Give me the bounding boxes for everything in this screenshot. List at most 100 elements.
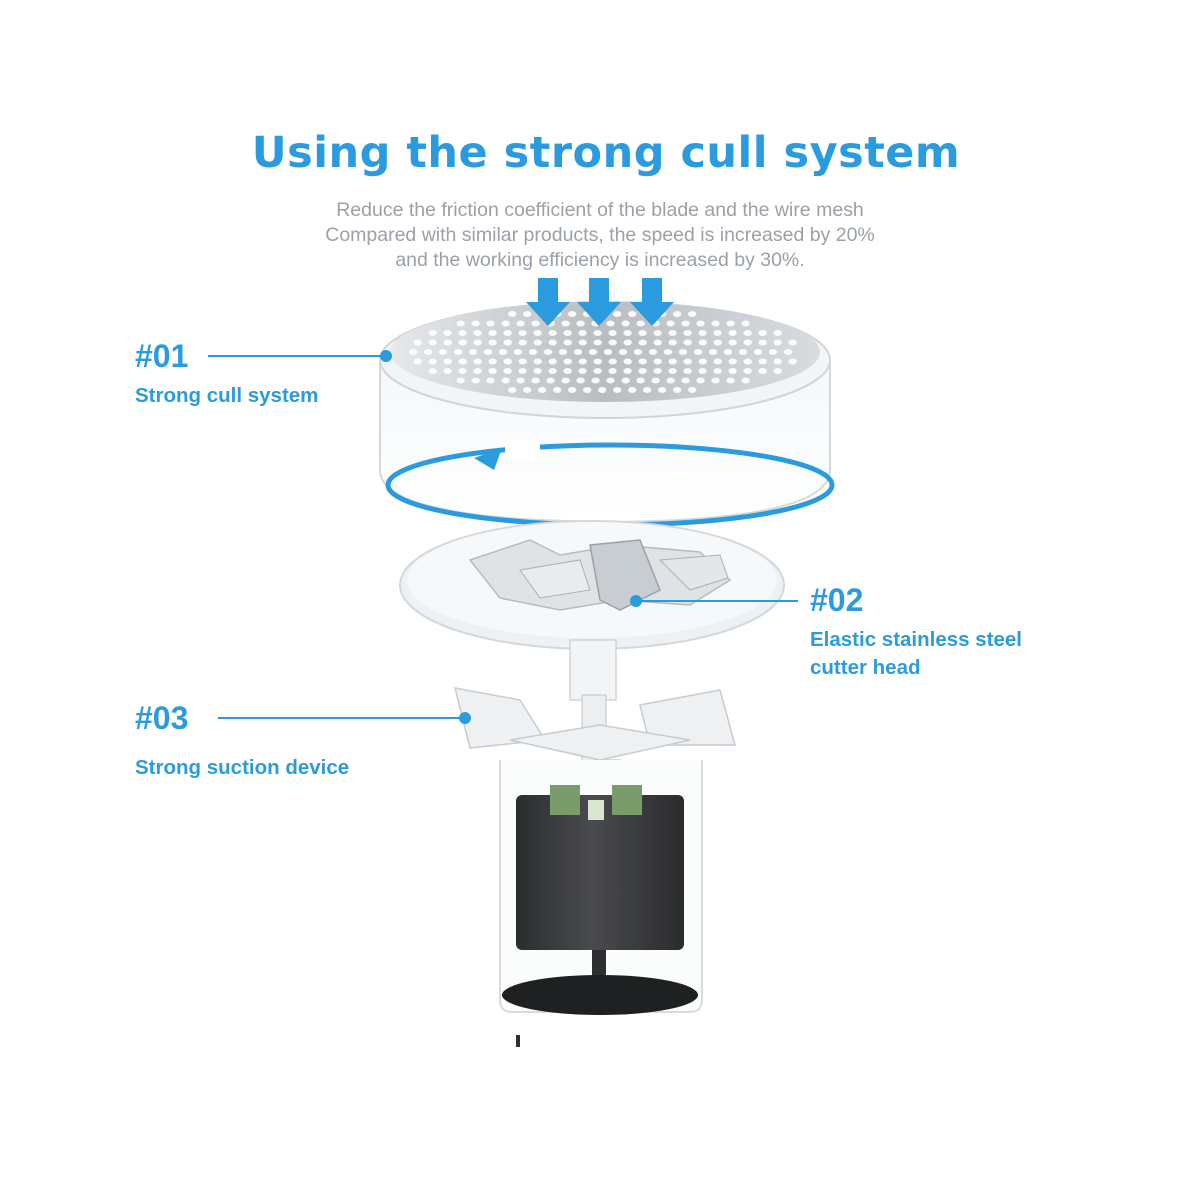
mesh-hole bbox=[726, 320, 735, 327]
mesh-hole bbox=[576, 377, 585, 384]
mesh-hole bbox=[483, 349, 493, 355]
mesh-hole bbox=[583, 387, 592, 393]
mesh-hole bbox=[588, 349, 598, 355]
mesh-hole bbox=[503, 358, 512, 365]
mesh-hole bbox=[546, 377, 555, 384]
mesh-hole bbox=[743, 358, 752, 365]
mesh-hole bbox=[743, 339, 752, 346]
mesh-hole bbox=[681, 377, 690, 384]
mesh-hole bbox=[773, 330, 782, 336]
mesh-hole bbox=[503, 339, 512, 346]
cutter-head bbox=[399, 520, 785, 650]
mesh-hole bbox=[578, 368, 587, 374]
callout-03-label: Strong suction device bbox=[135, 754, 349, 782]
mesh-hole bbox=[548, 368, 557, 374]
mesh-hole bbox=[568, 311, 577, 317]
mesh-hole bbox=[528, 349, 538, 355]
mesh-hole bbox=[741, 320, 750, 327]
motor bbox=[499, 760, 703, 1047]
mesh-hole bbox=[543, 349, 553, 355]
callout-02-label-line-2: cutter head bbox=[810, 656, 921, 679]
mesh-hole bbox=[683, 339, 692, 346]
mesh-hole bbox=[696, 320, 705, 327]
mesh-hole bbox=[728, 358, 737, 365]
page-subtitle: Reduce the friction coefficient of the b… bbox=[0, 198, 1200, 273]
mesh-hole bbox=[711, 377, 720, 384]
mesh-hole bbox=[503, 330, 512, 336]
callout-01-dot bbox=[380, 350, 392, 362]
mesh-hole bbox=[638, 358, 647, 365]
mesh-hole bbox=[443, 368, 452, 374]
mesh-hole bbox=[553, 387, 562, 393]
mesh-hole bbox=[428, 330, 437, 336]
mesh-hole bbox=[696, 377, 705, 384]
mesh-hole bbox=[578, 330, 587, 336]
mesh-hole bbox=[741, 377, 750, 384]
callout-01-number: #01 bbox=[135, 338, 189, 374]
mesh-hole bbox=[561, 377, 570, 384]
mesh-hole bbox=[613, 387, 622, 393]
mesh-hole bbox=[658, 387, 667, 393]
mesh-hole bbox=[708, 349, 718, 355]
mesh-hole bbox=[768, 349, 778, 355]
mesh-hole bbox=[653, 330, 662, 336]
mesh-hole bbox=[518, 358, 527, 365]
mesh-hole bbox=[488, 339, 497, 346]
callout-03-dot bbox=[459, 712, 471, 724]
mesh-hole bbox=[628, 311, 637, 317]
mesh-hole bbox=[458, 358, 467, 365]
mesh-hole bbox=[668, 339, 677, 346]
mesh-hole bbox=[488, 358, 497, 365]
mesh-hole bbox=[668, 358, 677, 365]
mesh-hole bbox=[488, 368, 497, 374]
mesh-hole bbox=[758, 339, 767, 346]
mesh-hole bbox=[651, 377, 660, 384]
mesh-hole bbox=[593, 330, 602, 336]
mesh-hole bbox=[606, 377, 615, 384]
mesh-hole bbox=[683, 358, 692, 365]
mesh-hole bbox=[623, 339, 632, 346]
mesh-hole bbox=[473, 368, 482, 374]
mesh-hole bbox=[606, 320, 615, 327]
mesh-hole bbox=[531, 377, 540, 384]
mesh-hole bbox=[643, 387, 652, 393]
mesh-hole bbox=[593, 358, 602, 365]
mesh-hole bbox=[698, 358, 707, 365]
mesh-hole bbox=[486, 320, 495, 327]
mesh-hole bbox=[773, 339, 782, 346]
mesh-hole bbox=[681, 320, 690, 327]
mesh-hole bbox=[613, 311, 622, 317]
mesh-hole bbox=[758, 358, 767, 365]
mesh-hole bbox=[688, 387, 697, 393]
mesh-hole bbox=[438, 349, 448, 355]
mesh-hole bbox=[773, 368, 782, 374]
mesh-hole bbox=[443, 358, 452, 365]
mesh-hole bbox=[713, 339, 722, 346]
mesh-hole bbox=[593, 339, 602, 346]
mesh-hole bbox=[458, 339, 467, 346]
mesh-hole bbox=[788, 358, 797, 365]
mesh-hole bbox=[471, 377, 480, 384]
mesh-hole bbox=[698, 330, 707, 336]
mesh-hole bbox=[598, 387, 607, 393]
mesh-hole bbox=[621, 377, 630, 384]
mesh-hole bbox=[531, 320, 540, 327]
mesh-hole bbox=[713, 330, 722, 336]
mesh-hole bbox=[711, 320, 720, 327]
mesh-hole bbox=[728, 339, 737, 346]
mesh-hole bbox=[513, 349, 523, 355]
callout-03-number: #03 bbox=[135, 700, 189, 736]
mesh-hole bbox=[498, 349, 508, 355]
mesh-hole bbox=[663, 349, 673, 355]
mesh-hole bbox=[608, 358, 617, 365]
callout-02-number: #02 bbox=[810, 582, 864, 618]
mesh-hole bbox=[508, 311, 517, 317]
subtitle-line-2: Compared with similar products, the spee… bbox=[325, 224, 875, 246]
mesh-hole bbox=[698, 339, 707, 346]
callout-02-dot bbox=[630, 595, 642, 607]
mesh-hole bbox=[488, 330, 497, 336]
mesh-hole bbox=[698, 368, 707, 374]
mesh-hole bbox=[668, 368, 677, 374]
mesh-hole bbox=[473, 358, 482, 365]
